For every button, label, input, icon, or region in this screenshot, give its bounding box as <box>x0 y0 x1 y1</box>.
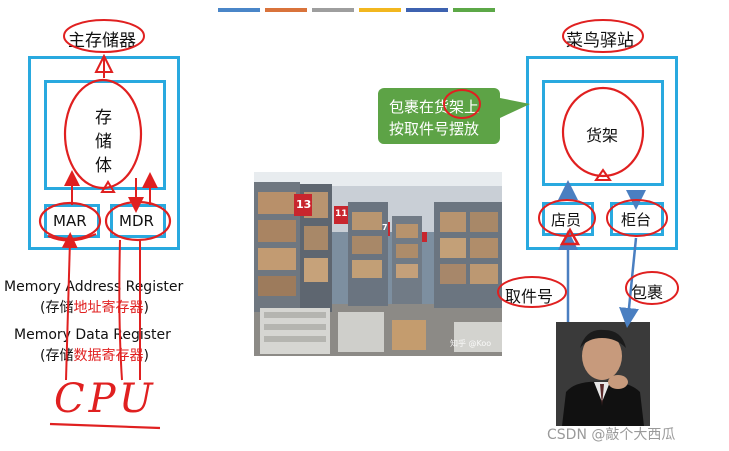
color-bar-2 <box>265 8 307 12</box>
mdr-cn-prefix: (存储 <box>40 348 74 364</box>
mar-cn-highlight: 地址寄存器 <box>73 300 144 316</box>
storage-body-char-3: 体 <box>95 156 112 176</box>
mar-label: MAR <box>53 212 87 230</box>
callout-line-2: 按取件号摆放 <box>389 120 480 138</box>
mdr-full-name-cn: (存储数据寄存器) <box>40 345 149 365</box>
cpu-handwritten-label: CPU <box>54 376 157 422</box>
mdr-label: MDR <box>119 212 154 230</box>
shelf-number-13: 13 <box>296 198 312 211</box>
mdr-cn-suffix: ) <box>143 348 149 364</box>
mdr-cn-highlight: 数据寄存器 <box>73 348 144 364</box>
color-bar-1 <box>218 8 260 12</box>
warehouse-photo: 13 11 7 知乎 @Koo <box>254 172 502 356</box>
person-photo <box>556 322 650 426</box>
warehouse-illustration <box>254 172 502 356</box>
color-bar-3 <box>312 8 354 12</box>
pickup-code-label: 取件号 <box>505 287 554 306</box>
storage-body-char-2: 储 <box>95 132 112 152</box>
station-title: 菜鸟驿站 <box>566 31 634 51</box>
main-memory-title: 主存储器 <box>68 31 136 51</box>
parcel-label: 包裹 <box>631 283 664 302</box>
blue-arrow-counter-to-customer <box>619 237 639 328</box>
color-bar-6 <box>453 8 495 12</box>
counter-label: 柜台 <box>621 211 652 229</box>
color-bar-4 <box>359 8 401 12</box>
storage-body-char-1: 存 <box>95 108 112 128</box>
person-illustration <box>556 322 650 426</box>
shelf-number-11: 11 <box>335 209 348 219</box>
csdn-watermark: CSDN @敲个大西瓜 <box>547 427 676 443</box>
clerk-label: 店员 <box>551 211 582 229</box>
shelf-number-7: 7 <box>382 223 388 232</box>
station-frame <box>526 56 678 250</box>
mdr-full-name-en: Memory Data Register <box>14 327 171 343</box>
red-underline-cpu <box>49 422 161 430</box>
photo-watermark: 知乎 @Koo <box>450 339 492 348</box>
color-bar-5 <box>406 8 448 12</box>
shelf-label: 货架 <box>586 126 619 145</box>
shelf-frame <box>542 80 664 186</box>
mar-full-name-cn: (存储地址寄存器) <box>40 297 149 317</box>
callout-line-1: 包裹在货架上 <box>389 98 480 116</box>
mar-cn-prefix: (存储 <box>40 300 74 316</box>
mar-cn-suffix: ) <box>143 300 149 316</box>
mar-full-name-en: Memory Address Register <box>4 279 184 295</box>
